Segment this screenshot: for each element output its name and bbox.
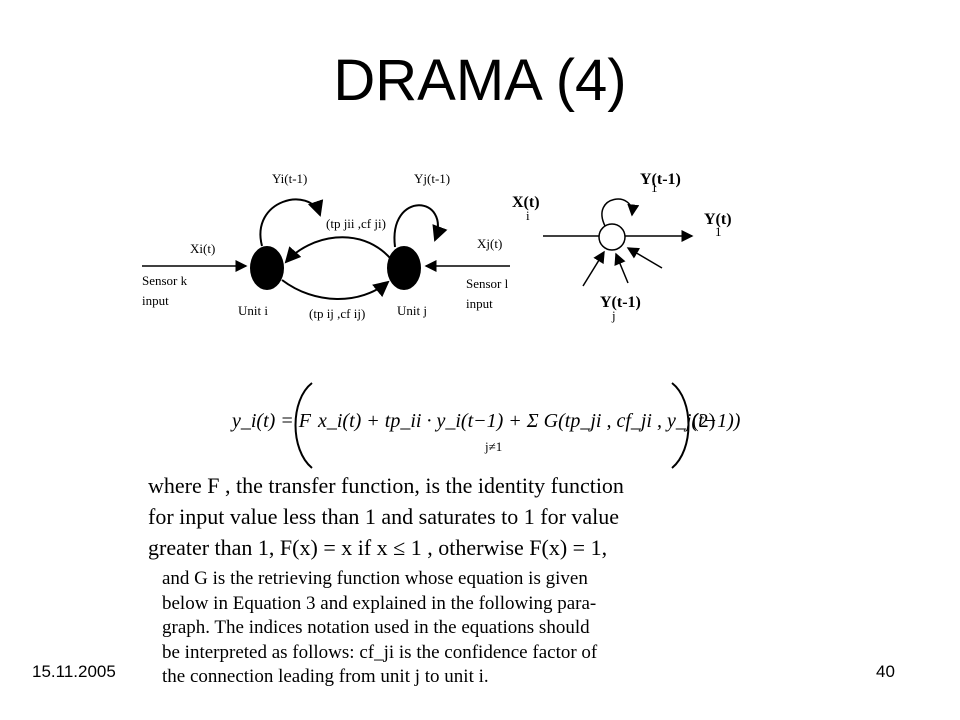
paragraph1-line-2: for input value less than 1 and saturate… bbox=[148, 504, 620, 529]
input-label-j: Xj(t) bbox=[477, 236, 502, 251]
unit-i-label: Unit i bbox=[238, 303, 268, 318]
paragraph-retrieving-function: and G is the retrieving function whose e… bbox=[162, 567, 762, 690]
right-bottom-sub: j bbox=[611, 308, 616, 323]
edge-bottom-label: (tp ij ,cf ij) bbox=[309, 306, 365, 321]
sensor-k-label-2: input bbox=[142, 293, 169, 308]
sensor-l-label-2: input bbox=[466, 296, 493, 311]
paragraph1-line-1: where F , the transfer function, is the … bbox=[148, 473, 624, 498]
paragraph2-line-4: be interpreted as follows: cf_ji is the … bbox=[162, 641, 598, 663]
unit-j-node bbox=[387, 246, 421, 290]
right-input-label: X(t) bbox=[512, 194, 540, 211]
edge-j-to-i bbox=[284, 236, 391, 264]
right-output-label: Y(t) bbox=[704, 211, 732, 228]
right-input-sub: i bbox=[526, 208, 530, 223]
paragraph2-line-3: graph. The indices notation used in the … bbox=[162, 617, 590, 638]
paragraph2-line-2: below in Equation 3 and explained in the… bbox=[162, 592, 597, 614]
edge-i-to-j bbox=[281, 279, 390, 300]
right-bottom-label: Y(t-1) bbox=[600, 294, 641, 311]
equation-body: x_i(t) + tp_ii · y_i(t−1) + Σ G(tp_ji , … bbox=[317, 410, 741, 432]
right-neuron-diagram: X(t) i Y(t-1) 1 Y(t) 1 Y(t-1) j bbox=[512, 171, 732, 323]
feedback-label-j: Yj(t-1) bbox=[414, 171, 450, 186]
input-label-i: Xi(t) bbox=[190, 241, 215, 256]
equation-lhs: y_i(t) = F bbox=[230, 410, 312, 432]
slide-page-number: 40 bbox=[876, 662, 895, 681]
paragraph2-line-5: the connection leading from unit j to un… bbox=[162, 666, 489, 687]
right-output-sub: 1 bbox=[715, 224, 722, 239]
feedback-label-i: Yi(t-1) bbox=[272, 171, 307, 186]
self-loop-i bbox=[259, 198, 324, 247]
sensor-l-label: Sensor l bbox=[466, 276, 509, 291]
right-feedback-label: Y(t-1) bbox=[640, 171, 681, 188]
self-loop-j bbox=[393, 204, 448, 248]
paragraph-transfer-function: where F , the transfer function, is the … bbox=[148, 470, 768, 563]
equation-sum-index: j≠1 bbox=[484, 439, 502, 454]
equation-2: y_i(t) = F x_i(t) + tp_ii · y_i(t−1) + Σ… bbox=[230, 382, 741, 469]
right-feedback-sub: 1 bbox=[651, 180, 658, 195]
slide-date: 15.11.2005 bbox=[32, 662, 116, 681]
equation-number: (2) bbox=[692, 410, 715, 432]
unit-j-label: Unit j bbox=[397, 303, 427, 318]
slide-title: DRAMA (4) bbox=[333, 48, 627, 113]
sensor-k-label: Sensor k bbox=[142, 273, 188, 288]
edge-top-label: (tp jii ,cf ji) bbox=[326, 216, 386, 231]
unit-i-node bbox=[250, 246, 284, 290]
paragraph2-line-1: and G is the retrieving function whose e… bbox=[162, 568, 588, 589]
paragraph1-line-3: greater than 1, F(x) = x if x ≤ 1 , othe… bbox=[148, 535, 608, 560]
